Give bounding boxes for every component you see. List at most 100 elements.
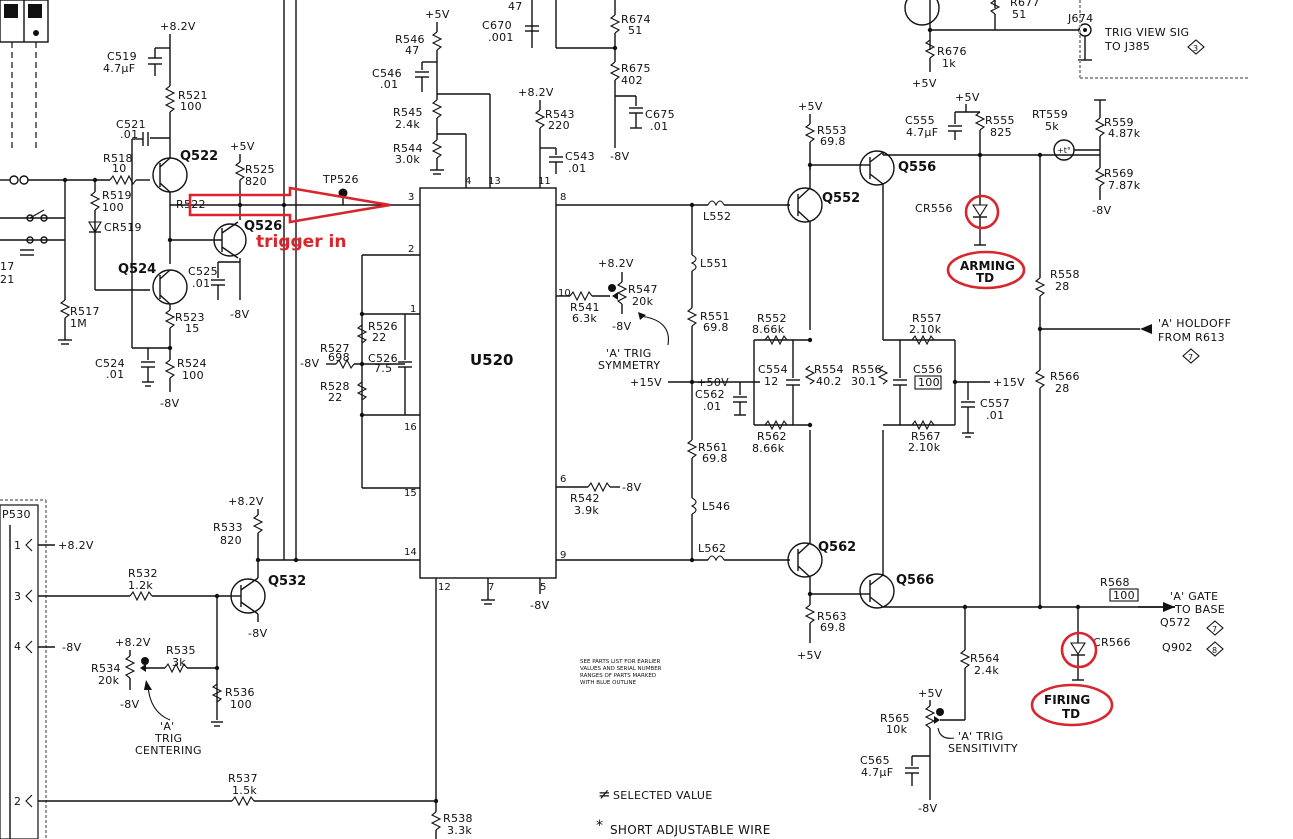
r541-label: R541 [570, 301, 600, 314]
r541-value: 6.3k [572, 312, 597, 325]
svg-text:13: 13 [488, 176, 501, 187]
r521-label: R521 [178, 89, 208, 102]
trigger-in-label: trigger in [256, 232, 346, 252]
r561-label: R561 [698, 441, 728, 454]
top-47-label: 47 [508, 0, 523, 13]
r543-label: R543 [545, 108, 575, 121]
r518-label: R518 [103, 152, 133, 165]
p15-left: +15V [630, 376, 662, 389]
r526-value: 22 [372, 331, 387, 344]
l551-label: L551 [700, 257, 728, 270]
r565-label: R565 [880, 712, 910, 725]
r545-value: 2.4k [395, 118, 420, 131]
r543-branch: +8.2V R543 220 C543 .01 [518, 86, 595, 188]
r518-value: 10 [112, 162, 127, 175]
svg-text:12: 12 [438, 582, 451, 593]
r552-label: R552 [757, 312, 787, 325]
c670-label: C670 [482, 19, 512, 32]
centering-line3: CENTERING [135, 744, 202, 757]
svg-text:6: 6 [560, 474, 566, 485]
r519-value: 100 [102, 201, 124, 214]
r527-label: R527 [320, 342, 350, 355]
svg-text:2: 2 [408, 244, 414, 255]
p50-label: +50V [697, 376, 729, 389]
top-left-switch-block [0, 0, 49, 150]
r564-label: R564 [970, 652, 1000, 665]
svg-text:17: 17 [0, 260, 15, 273]
supply-label: -8V [120, 698, 140, 711]
supply-label: -8V [530, 599, 550, 612]
r527-value: 698 [328, 351, 350, 364]
r547-value: 20k [632, 295, 654, 308]
svg-text:1: 1 [14, 539, 21, 552]
c524-value: .01 [106, 368, 124, 381]
symmetry-line2: SYMMETRY [598, 359, 660, 372]
cr556-label: CR556 [915, 202, 953, 215]
c543-label: C543 [565, 150, 595, 163]
firing-highlight [1030, 683, 1114, 727]
c519-label: C519 [107, 50, 137, 63]
top-bias-network: +5V R546 47 C546 .01 R545 2.4k R544 3.0k [372, 8, 491, 188]
r559-label: R559 [1104, 116, 1134, 129]
r556-value: 30.1 [851, 375, 877, 388]
c555-value: 4.7µF [906, 126, 938, 139]
tp526-label: TP526 [322, 173, 359, 186]
r524-label: R524 [177, 357, 207, 370]
supply-label: +8.2V [115, 636, 151, 649]
trigger-in-arrow [188, 186, 391, 224]
q526-label: Q526 [244, 219, 282, 234]
svg-text:3: 3 [1193, 44, 1198, 53]
r555-label: R555 [985, 114, 1015, 127]
r551-value: 69.8 [703, 321, 729, 334]
svg-text:4: 4 [465, 176, 471, 187]
u520-left-network: R526 22 R527 -8V 698 C526 7.5 R528 22 [300, 254, 420, 489]
r536-value: 100 [230, 698, 252, 711]
supply-label: +5V [918, 687, 943, 700]
r674-value: 51 [628, 24, 643, 37]
u520-label: U520 [470, 351, 514, 369]
l546-label: L546 [702, 500, 730, 513]
trig-view-line1: TRIG VIEW SIG [1104, 26, 1189, 39]
r676-value: 1k [942, 57, 956, 70]
c565-value: 4.7µF [861, 766, 893, 779]
r532-value: 1.2k [128, 579, 153, 592]
r566-value: 28 [1055, 382, 1070, 395]
r547-label: R547 [628, 283, 658, 296]
q524-label: Q524 [118, 262, 156, 277]
holdoff-line2: FROM R613 [1158, 331, 1225, 344]
r557-value: 2.10k [909, 323, 942, 336]
arming-line2: TD [976, 271, 994, 285]
r519-label: R519 [102, 189, 132, 202]
c525-label: C525 [188, 265, 218, 278]
gate-line4: Q902 [1162, 641, 1193, 654]
supply-label: -8V [918, 802, 938, 815]
r562-label: R562 [757, 430, 787, 443]
r545-label: R545 [393, 106, 423, 119]
svg-text:14: 14 [404, 547, 417, 558]
r534-label: R534 [91, 662, 121, 675]
centering-line2: TRIG [154, 732, 182, 745]
r554-value: 40.2 [816, 375, 842, 388]
selected-value-note: SELECTED VALUE [613, 789, 712, 802]
r526-label: R526 [368, 320, 398, 333]
svg-text:21: 21 [0, 273, 15, 286]
gate-line1: 'A' GATE [1170, 590, 1218, 603]
q556-label: Q556 [898, 160, 936, 175]
rt559-label: RT559 [1032, 108, 1068, 121]
r566-label: R566 [1050, 370, 1080, 383]
r528-value: 22 [328, 391, 343, 404]
supply-label: +8.2V [160, 20, 196, 33]
supply-label: +5V [798, 100, 823, 113]
r532-label: R532 [128, 567, 158, 580]
r544-value: 3.0k [395, 153, 420, 166]
c546-value: .01 [380, 78, 398, 91]
r558-label: R558 [1050, 268, 1080, 281]
r565-value: 10k [886, 723, 908, 736]
c562-value: .01 [703, 400, 721, 413]
trig-symmetry-network: R541 6.3k +8.2V R547 20k -8V 'A' TRIG SY… [556, 257, 669, 372]
svg-text:10: 10 [558, 288, 571, 299]
left-fragments: 17 21 R517 1M [0, 180, 100, 345]
p530-connector-block: P530 1 3 4 2 +8.2V -8V [0, 499, 94, 839]
supply-label: -8V [622, 481, 642, 494]
r542-label: R542 [570, 492, 600, 505]
